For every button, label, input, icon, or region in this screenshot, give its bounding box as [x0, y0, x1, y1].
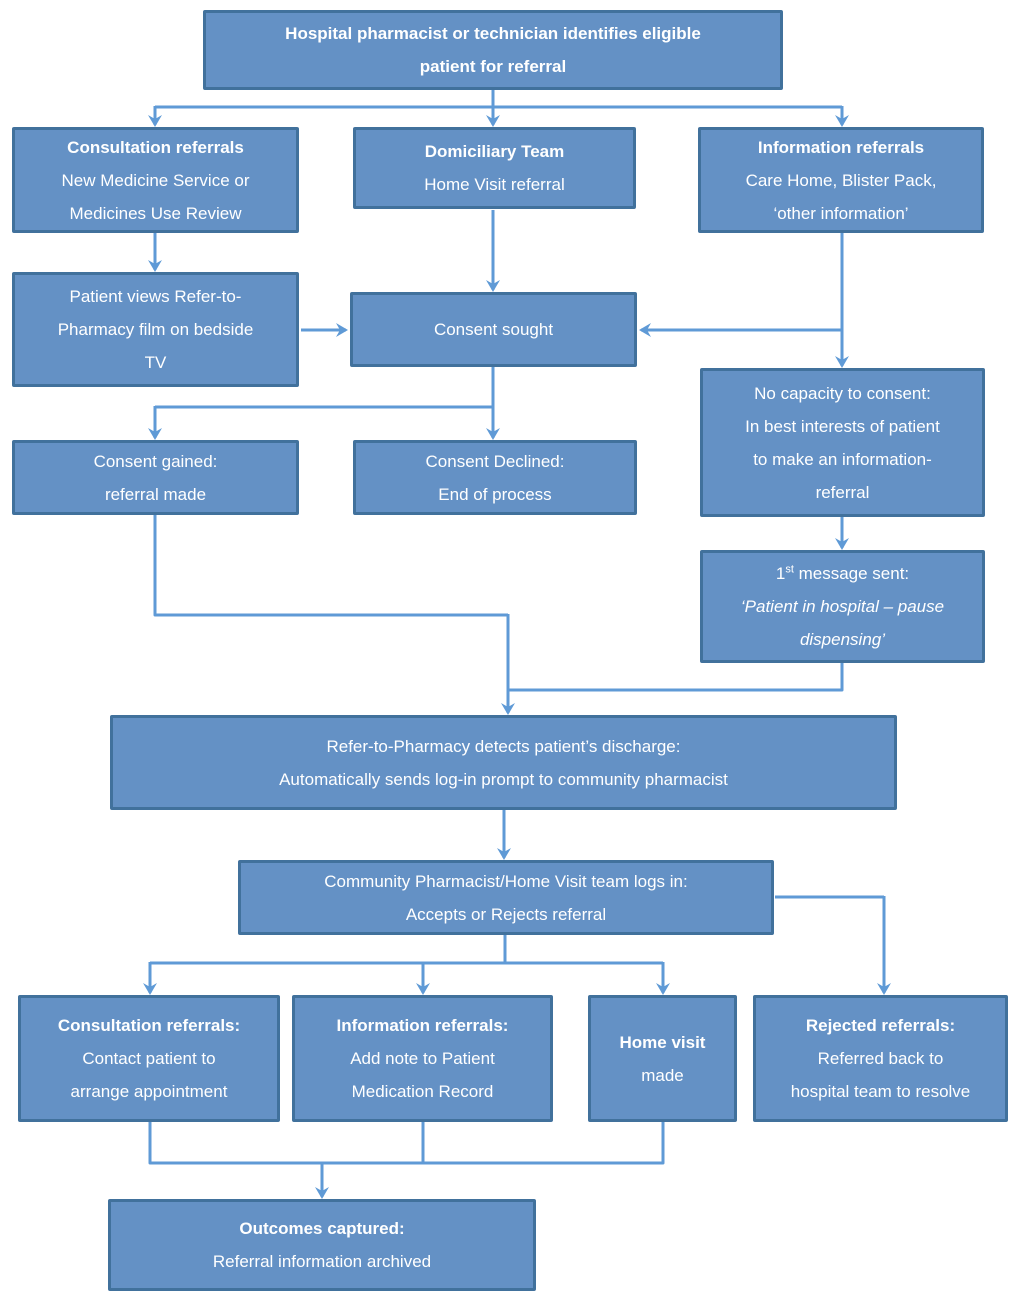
- outcomes-captured-title: Outcomes captured:: [239, 1219, 405, 1238]
- outcomes-captured-body: Referral information archived: [212, 1252, 432, 1271]
- consultation-outcome-body: Contact patient to arrange appointment: [70, 1049, 228, 1101]
- consent-gained-body: Consent gained: referral made: [93, 451, 218, 504]
- consultation-referrals-body: New Medicine Service or Medicines Use Re…: [61, 170, 250, 223]
- information-referrals-body: Care Home, Blister Pack, ‘other informat…: [745, 170, 937, 223]
- domiciliary-team-title: Domiciliary Team: [424, 142, 565, 161]
- first-message-quote: ‘Patient in hospital – pause dispensing’: [740, 597, 945, 649]
- node-outcomes-captured: Outcomes captured: Referral information …: [108, 1199, 536, 1291]
- domiciliary-team-body: Home Visit referral: [424, 175, 565, 194]
- node-patient-views-film: Patient views Refer-to- Pharmacy film on…: [12, 272, 299, 387]
- rejected-referrals-body: Referred back to hospital team to resolv…: [790, 1049, 971, 1101]
- node-identify-patient: Hospital pharmacist or technician identi…: [203, 10, 783, 90]
- node-consultation-referrals: Consultation referrals New Medicine Serv…: [12, 127, 299, 233]
- pharmacist-logs-in-body: Community Pharmacist/Home Visit team log…: [324, 871, 688, 924]
- node-consent-declined: Consent Declined: End of process: [353, 440, 637, 515]
- node-detects-discharge: Refer-to-Pharmacy detects patient’s disc…: [110, 715, 897, 810]
- first-message-heading: 1st message sent:: [775, 563, 910, 583]
- node-first-message-sent: 1st message sent: ‘Patient in hospital –…: [700, 550, 985, 663]
- home-visit-title: Home visit: [619, 1032, 706, 1052]
- node-home-visit-made: Home visit made: [588, 995, 737, 1122]
- node-information-referrals: Information referrals Care Home, Blister…: [698, 127, 984, 233]
- identify-patient-text: Hospital pharmacist or technician identi…: [285, 24, 701, 76]
- patient-views-film-body: Patient views Refer-to- Pharmacy film on…: [57, 287, 254, 372]
- information-outcome-title: Information referrals:: [336, 1016, 509, 1035]
- home-visit-body: made: [641, 1065, 684, 1085]
- consent-sought-body: Consent sought: [433, 320, 554, 339]
- consultation-outcome-title: Consultation referrals:: [57, 1016, 241, 1035]
- information-outcome-body: Add note to Patient Medication Record: [350, 1049, 495, 1101]
- connector-bottom-merge: [148, 1122, 665, 1165]
- node-pharmacist-logs-in: Community Pharmacist/Home Visit team log…: [238, 860, 774, 935]
- node-information-outcome: Information referrals: Add note to Patie…: [292, 995, 553, 1122]
- connector-first-message-merge: [508, 663, 844, 692]
- no-capacity-body: No capacity to consent: In best interest…: [745, 383, 940, 502]
- consultation-referrals-title: Consultation referrals: [67, 137, 244, 157]
- node-domiciliary-team: Domiciliary Team Home Visit referral: [353, 127, 636, 209]
- node-rejected-referrals: Rejected referrals: Referred back to hos…: [753, 995, 1008, 1122]
- rejected-referrals-title: Rejected referrals:: [805, 1016, 956, 1035]
- node-consent-gained: Consent gained: referral made: [12, 440, 299, 515]
- connector-consent-gained-merge: [153, 515, 508, 617]
- information-referrals-title: Information referrals: [757, 137, 925, 157]
- detects-discharge-body: Refer-to-Pharmacy detects patient’s disc…: [279, 736, 728, 789]
- node-no-capacity-to-consent: No capacity to consent: In best interest…: [700, 368, 985, 517]
- node-consent-sought: Consent sought: [350, 292, 637, 367]
- node-consultation-outcome: Consultation referrals: Contact patient …: [18, 995, 280, 1122]
- consent-declined-body: Consent Declined: End of process: [425, 451, 565, 504]
